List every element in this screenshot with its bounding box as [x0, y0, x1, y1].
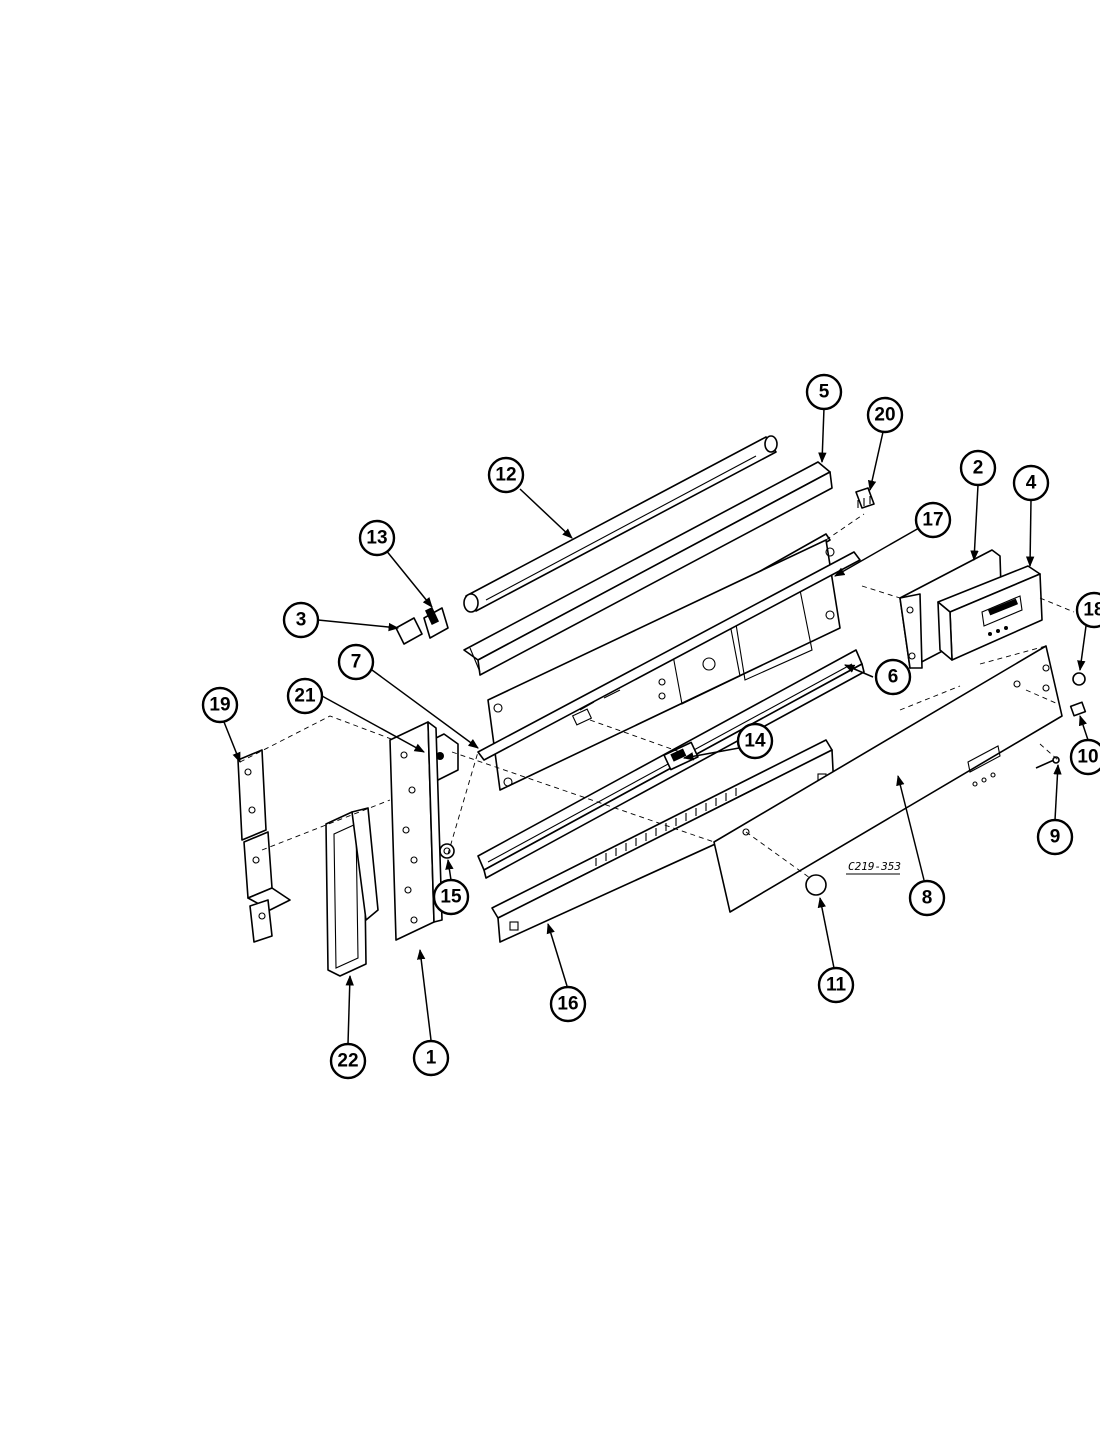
callout-6: 6	[874, 658, 912, 696]
callout-9-label: 9	[1050, 827, 1061, 848]
callout-13: 13	[358, 519, 396, 557]
callout-18-label: 18	[1083, 600, 1100, 621]
part-20-clip	[855, 487, 875, 509]
callout-13-label: 13	[366, 528, 387, 549]
callout-8: 8	[908, 879, 946, 917]
part-5-light-shield	[463, 461, 833, 676]
part-3-lamp-socket	[395, 617, 423, 645]
callout-14: 14	[736, 722, 774, 760]
callout-2-label: 2	[973, 458, 984, 479]
callout-7-label: 7	[351, 652, 362, 673]
callout-2: 2	[959, 449, 997, 487]
callout-19: 19	[201, 686, 239, 724]
callout-14-label: 14	[744, 731, 766, 752]
callout-12-label: 12	[495, 465, 516, 486]
part-11-knob	[805, 874, 827, 896]
part-19-end-bracket	[237, 749, 291, 943]
part-1-side-bracket	[389, 721, 443, 941]
callout-20-label: 20	[874, 405, 895, 426]
part-16-lower-bracket	[491, 739, 835, 943]
callout-5: 5	[805, 373, 843, 411]
callout-11-label: 11	[826, 975, 847, 996]
callout-8-label: 8	[922, 888, 933, 909]
part-7-trim-strip	[477, 551, 861, 761]
part-9-screw	[1035, 756, 1060, 769]
callout-15: 15	[432, 878, 470, 916]
callout-18: 18	[1075, 591, 1100, 629]
callout-10: 10	[1069, 738, 1100, 776]
callout-1: 1	[412, 1039, 450, 1077]
reference-code: C219-353	[846, 860, 901, 875]
callout-16: 16	[549, 985, 587, 1023]
part-18-knob	[1072, 672, 1086, 686]
callout-22: 22	[329, 1042, 367, 1080]
callout-20: 20	[866, 396, 904, 434]
callout-4-label: 4	[1026, 473, 1037, 494]
reference-code-label: C219-353	[848, 860, 901, 873]
part-4-clock-module	[937, 565, 1043, 661]
callout-22-label: 22	[337, 1051, 358, 1072]
callout-19-label: 19	[209, 695, 230, 716]
part-13-lamp-holder	[423, 607, 449, 639]
callout-15-label: 15	[440, 887, 462, 908]
part-22-end-cap	[325, 807, 379, 977]
callout-4: 4	[1012, 464, 1050, 502]
callout-16-label: 16	[557, 994, 578, 1015]
callout-3: 3	[282, 601, 320, 639]
part-15-grommet	[439, 843, 455, 859]
callout-11: 11	[817, 966, 855, 1004]
callout-21-label: 21	[294, 686, 316, 707]
leader-lines	[223, 407, 1089, 1045]
part-14-switch	[663, 741, 699, 771]
callout-3-label: 3	[296, 610, 307, 631]
part-8-front-panel	[713, 645, 1063, 913]
callout-6-label: 6	[888, 667, 899, 688]
callout-5-label: 5	[819, 382, 830, 403]
callout-17: 17	[914, 501, 952, 539]
part-12-fluorescent-tube	[463, 435, 778, 613]
part-16-slot-row	[595, 788, 737, 866]
callout-17-label: 17	[922, 510, 943, 531]
callout-9: 9	[1036, 818, 1074, 856]
part-10-bushing	[1069, 701, 1087, 717]
callout-1-label: 1	[426, 1048, 437, 1069]
alignment-lines	[239, 513, 1075, 879]
callout-10-label: 10	[1077, 747, 1098, 768]
callout-7: 7	[337, 643, 375, 681]
callout-12: 12	[487, 456, 525, 494]
callout-21: 21	[286, 677, 324, 715]
